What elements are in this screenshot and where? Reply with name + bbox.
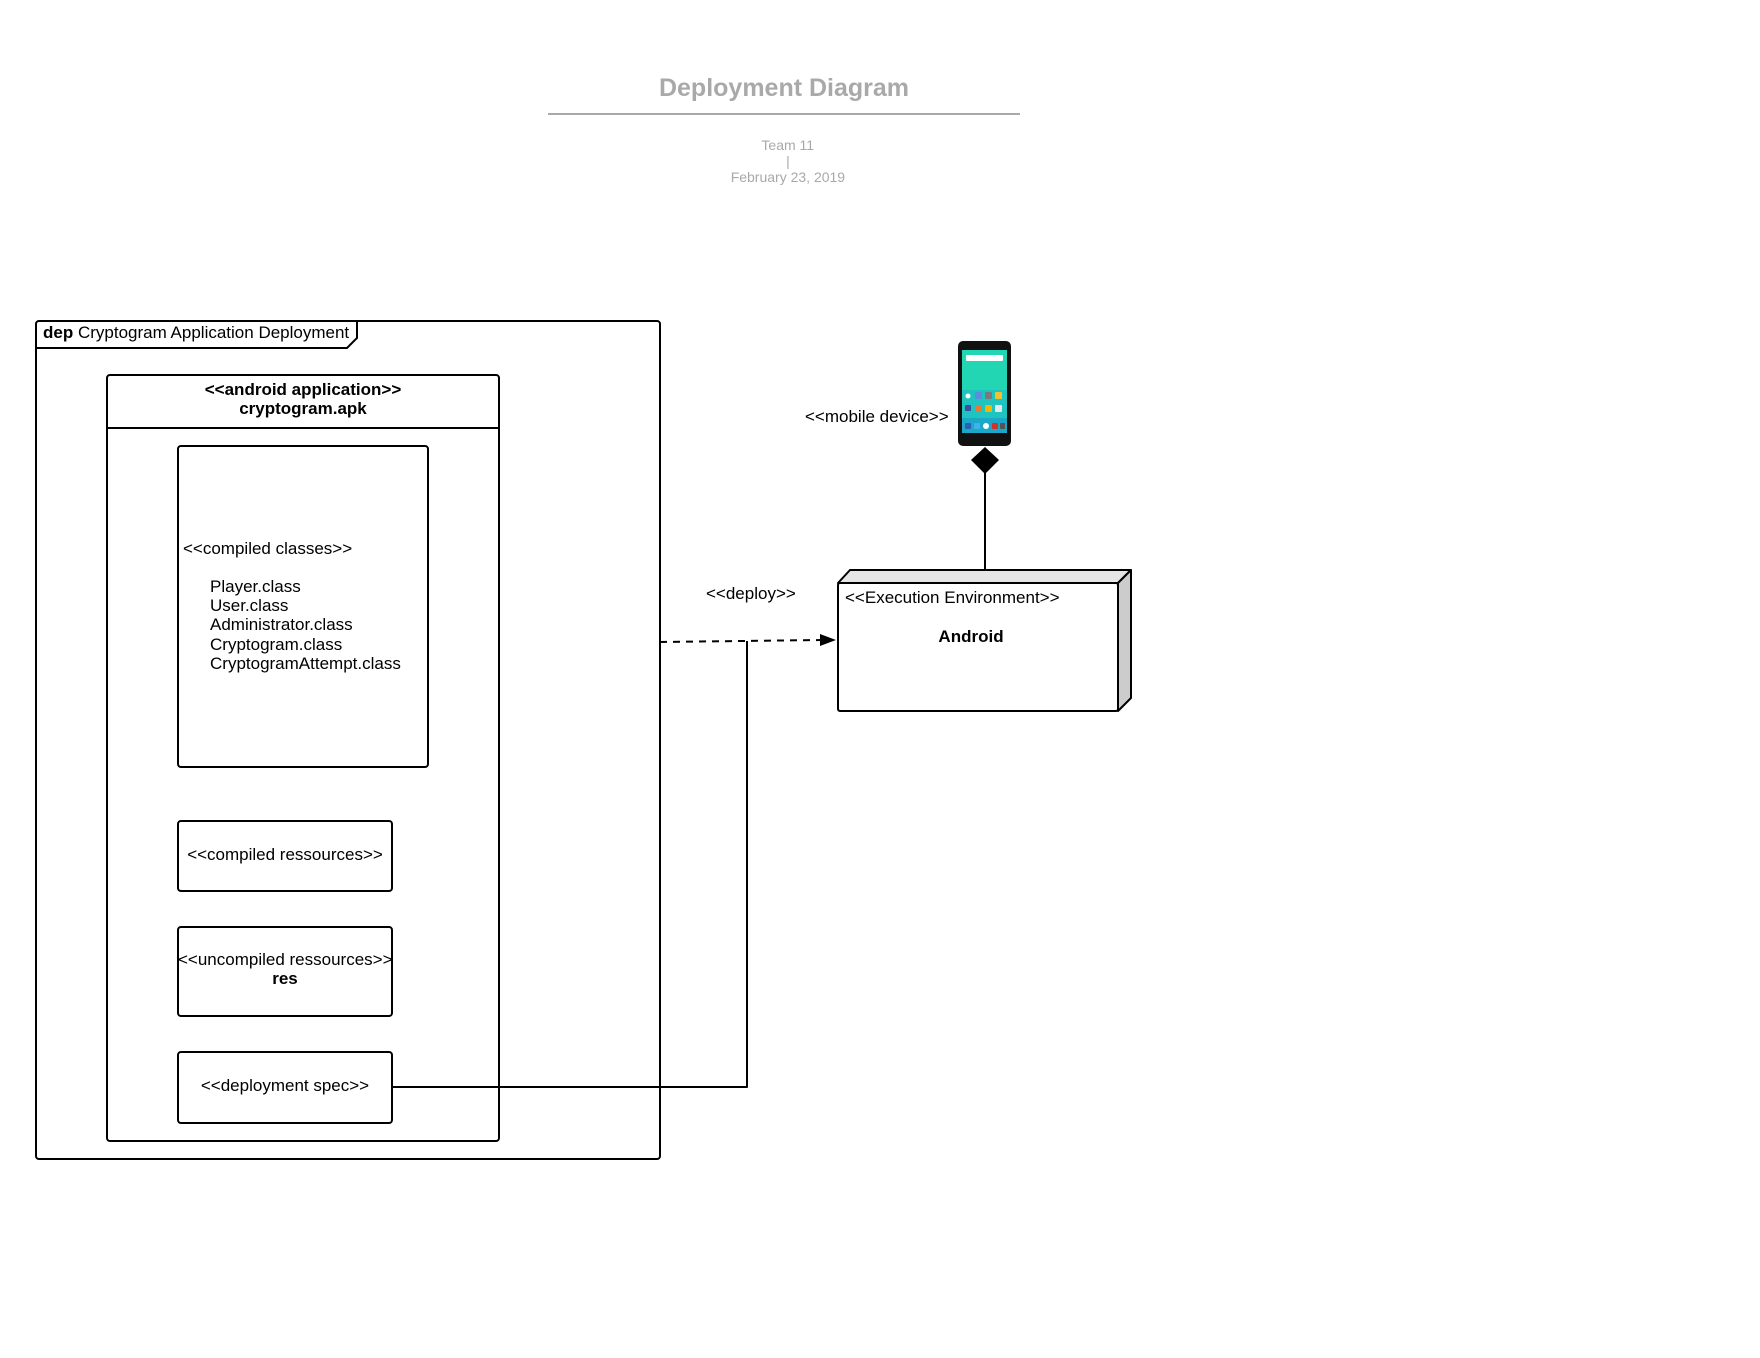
- artifact-apk-box[interactable]: [106, 374, 500, 1142]
- node-top-face: [837, 569, 1132, 584]
- title-underline: [548, 113, 1020, 115]
- compiled-resources-box[interactable]: [177, 820, 393, 892]
- mobile-device-label: <<mobile device>>: [805, 407, 949, 426]
- uncompiled-resources-box[interactable]: [177, 926, 393, 1017]
- composition-diamond: [971, 447, 999, 474]
- uncompiled-resources-name: res: [272, 969, 298, 988]
- compiled-classes-stereotype: <<compiled classes>>: [183, 539, 353, 558]
- class-item: CryptogramAttempt.class: [210, 654, 401, 673]
- class-item: Cryptogram.class: [210, 635, 343, 654]
- deployment-frame[interactable]: [35, 320, 661, 1160]
- deploy-arrowhead: [820, 634, 836, 646]
- frame-keyword: dep: [43, 323, 74, 342]
- uncompiled-resources-label: <<uncompiled ressources>>: [178, 950, 393, 969]
- team-label: Team 11: [761, 137, 815, 153]
- artifact-stereotype: <<android application>>: [204, 380, 402, 399]
- class-item: User.class: [210, 596, 289, 615]
- frame-label: dep Cryptogram Application Deployment: [43, 323, 349, 343]
- deployment-spec-connector[interactable]: [392, 641, 748, 1088]
- execution-environment-name: Android: [938, 627, 1004, 646]
- class-item: Player.class: [210, 577, 301, 596]
- execution-environment-stereotype: <<Execution Environment>>: [845, 588, 1060, 607]
- compiled-resources-label: <<compiled ressources>>: [187, 845, 383, 864]
- artifact-name: cryptogram.apk: [239, 399, 367, 418]
- frame-name-tab: [36, 321, 358, 349]
- execution-environment-node[interactable]: [837, 582, 1119, 712]
- deploy-dependency-line[interactable]: [659, 639, 823, 643]
- node-side-face: [1117, 569, 1132, 712]
- deploy-label: <<deploy>>: [706, 584, 796, 603]
- smartphone-icon: [958, 341, 1011, 446]
- compiled-classes-box[interactable]: [177, 445, 429, 768]
- frame-name: Cryptogram Application Deployment: [77, 323, 350, 342]
- date-label: February 23, 2019: [730, 169, 846, 185]
- class-item: Administrator.class: [210, 615, 353, 634]
- page-title: Deployment Diagram: [658, 74, 910, 102]
- deployment-spec-label: <<deployment spec>>: [200, 1076, 370, 1095]
- subtitle-separator: |: [786, 153, 790, 169]
- subtitle: Team 11 | February 23, 2019: [548, 121, 1020, 185]
